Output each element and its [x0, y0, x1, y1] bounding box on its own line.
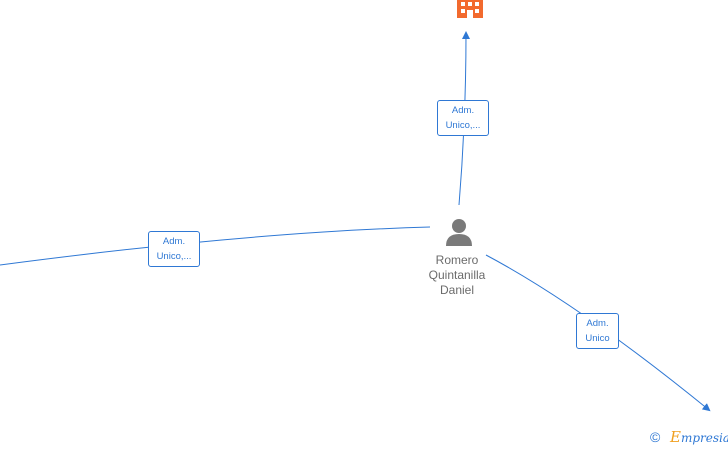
person-name-line: Quintanilla	[428, 268, 486, 282]
brand-logo-letter: E	[670, 428, 681, 446]
edge-label-line: Unico,...	[445, 120, 481, 131]
edge-label-top[interactable]: Adm. Unico,...	[437, 100, 489, 136]
person-name-line: Romero	[435, 253, 479, 267]
person-name[interactable]: Romero Quintanilla Daniel	[412, 253, 502, 298]
edge-label-line: Adm.	[162, 236, 186, 247]
brand-logo-text: mpresia	[680, 431, 728, 445]
building-icon[interactable]	[455, 0, 485, 23]
edge-label-right[interactable]: Adm. Unico	[576, 313, 619, 349]
person-name-line: Daniel	[439, 283, 475, 297]
person-icon[interactable]	[444, 218, 474, 253]
edge-label-line: Adm.	[451, 105, 475, 116]
copyright-symbol: ©	[650, 429, 661, 445]
edge-label-left[interactable]: Adm. Unico,...	[148, 231, 200, 267]
brand-logo[interactable]: Empresia	[670, 429, 728, 446]
edge-label-line: Unico	[585, 333, 610, 344]
edge-label-line: Adm.	[586, 318, 609, 329]
edge-line-left[interactable]	[0, 226, 431, 266]
edge-label-line: Unico,...	[156, 251, 192, 262]
